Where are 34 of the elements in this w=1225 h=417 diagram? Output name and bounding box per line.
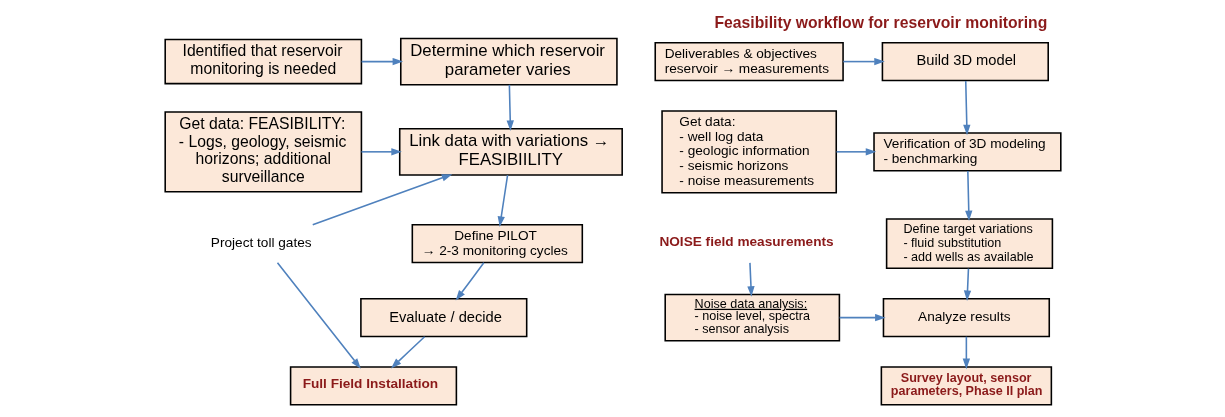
arrow [360, 148, 402, 156]
diagram-title: Feasibility workflow for reservoir monitoring [714, 14, 1047, 32]
node-box: Verification of 3D modeling - benchmarking [872, 132, 1062, 172]
arrow [455, 262, 485, 301]
node-box: Noise data analysis: - noise level, spectra - sensor analysis [663, 293, 840, 342]
arrow [390, 335, 425, 369]
arrow [838, 313, 886, 322]
arrow [506, 84, 514, 131]
arrow [835, 148, 876, 156]
node-box: Get data: - well log data - geologic information - seismic horizons - noise measurements [660, 110, 837, 194]
node-text: Project toll gates [210, 235, 312, 251]
node-box: Analyze results [882, 297, 1050, 338]
node-box: Determine which reservoir parameter varies [399, 37, 618, 86]
node-text: NOISE field measurements [658, 234, 834, 250]
node-box: Full Field Installation [289, 366, 457, 406]
node-box: Get data: FEASIBILITY: - Logs, geology, seismic horizons; additional surveillance [163, 111, 362, 193]
arrow [746, 262, 755, 297]
node-box: Deliverables & objectives reservoir → measurements [653, 41, 844, 82]
node-box: Link data with variations → FEASIBIILITY [398, 127, 623, 176]
arrow [360, 57, 403, 66]
node-box: Identified that reservoir monitoring is needed [163, 38, 362, 85]
arrow [963, 267, 971, 302]
node-box: Evaluate / decide [359, 297, 527, 338]
arrow [964, 170, 972, 222]
arrow [311, 174, 452, 226]
arrow [842, 57, 885, 66]
node-box: Define PILOT → 2-3 monitoring cycles [411, 223, 583, 264]
node-box: Define target variations - fluid substitution - add wells as available [885, 218, 1053, 270]
arrow [962, 80, 970, 136]
arrow [962, 335, 970, 370]
node-box: Survey layout, sensor parameters, Phase II plan [880, 366, 1052, 406]
node-box: Build 3D model [881, 41, 1049, 82]
arrow [276, 261, 361, 369]
arrow [497, 174, 508, 227]
